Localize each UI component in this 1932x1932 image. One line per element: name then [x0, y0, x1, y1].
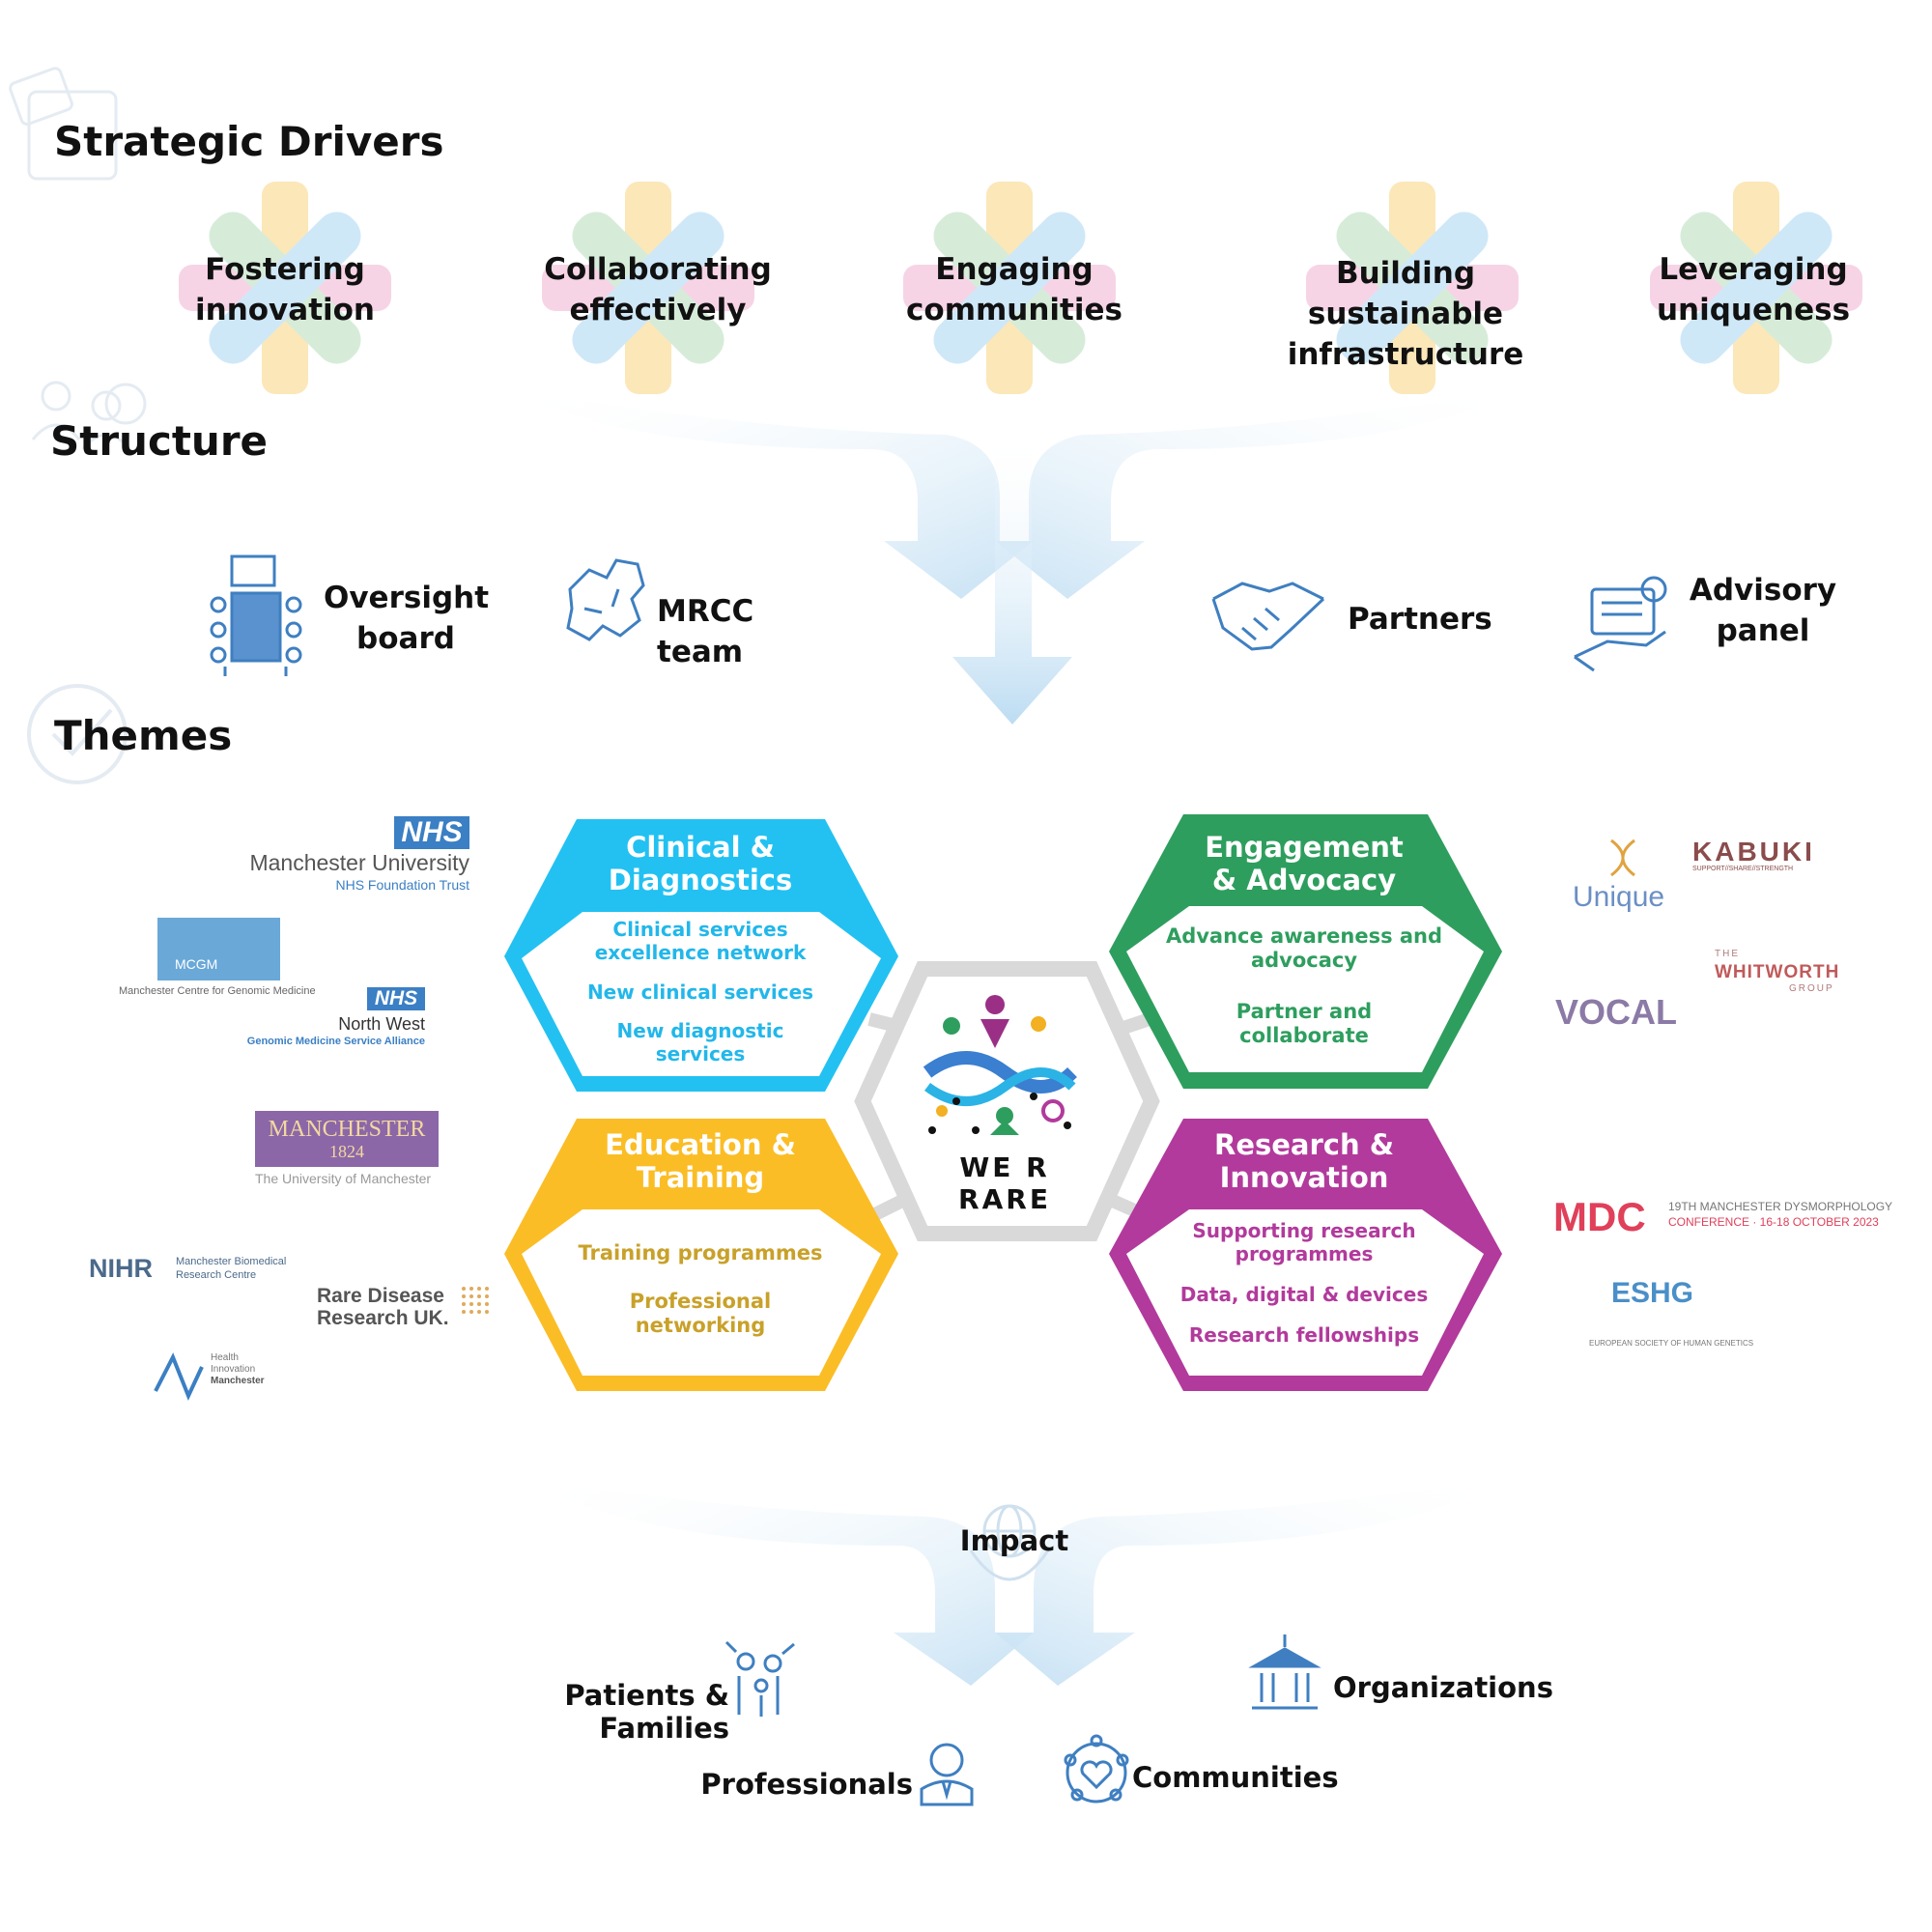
unique-logo: Unique	[1573, 881, 1665, 913]
driver-collaborating-effectively: Collaborating effectively	[544, 252, 772, 327]
research-item-3: Research fellowships	[1188, 1323, 1420, 1347]
uom-year: 1824	[329, 1142, 364, 1161]
patients-families-label: Patients & Families	[564, 1679, 729, 1745]
government-building-icon	[1248, 1634, 1321, 1710]
clinical-title: Clinical & Diagnostics	[608, 831, 793, 896]
oversight-board-label: Oversight board	[324, 581, 490, 656]
eshg-sub: EUROPEAN SOCIETY OF HUMAN GENETICS	[1589, 1339, 1754, 1348]
clinical-item-2: New clinical services	[586, 980, 814, 1004]
mft-name: Manchester University	[249, 850, 469, 875]
we-r-rare-logo-text: WE R RARE	[958, 1151, 1051, 1215]
impact-label: Impact	[959, 1524, 1069, 1557]
nihr-sub-2: Research Centre	[176, 1269, 257, 1281]
handshake-icon	[1211, 582, 1325, 651]
themes-heading: Themes	[54, 712, 233, 759]
rdr-line-2: Research UK.	[317, 1307, 449, 1329]
driver-building-infrastructure: Building sustainable infrastructure	[1287, 256, 1524, 372]
puzzle-team-icon	[566, 558, 645, 641]
mdc-line-2: CONFERENCE · 16-18 OCTOBER 2023	[1668, 1215, 1879, 1229]
vocal-logo: VOCAL	[1555, 992, 1677, 1032]
education-title: Education & Training	[605, 1128, 796, 1194]
uom-logo: MANCHESTER 1824	[255, 1111, 439, 1167]
oversight-board-icon	[210, 554, 302, 676]
driver-leveraging-uniqueness: Leveraging uniqueness	[1656, 252, 1851, 327]
mcgm-badge-text: MCGM	[175, 956, 218, 972]
engagement-item-2: Partner and collaborate	[1236, 1000, 1373, 1047]
him-logo-icon	[154, 1352, 204, 1402]
research-item-2: Data, digital & devices	[1179, 1283, 1429, 1306]
research-title: Research & Innovation	[1213, 1128, 1395, 1194]
unique-dna-icon	[1610, 838, 1635, 877]
clinical-item-3: New diagnostic services	[616, 1019, 784, 1065]
mdc-logo: MDC	[1553, 1194, 1646, 1239]
education-item-2: Professional networking	[629, 1290, 772, 1337]
partners-label: Partners	[1348, 602, 1492, 637]
nihr-sub-1: Manchester Biomedical	[176, 1256, 287, 1267]
rdr-line-1: Rare Disease	[317, 1285, 444, 1307]
clinical-item-1: Clinical services excellence network	[594, 918, 807, 964]
globe-hands-icon	[969, 1504, 1050, 1581]
kabuki-sub: SUPPORT//SHARE//STRENGTH	[1692, 866, 1794, 872]
mcgm-logo: MCGM	[157, 918, 280, 980]
mrcc-team-label: MRCC team	[657, 594, 754, 669]
puzzle-watermark-icon	[9, 67, 118, 181]
him-line-3: Manchester	[211, 1376, 265, 1386]
nhs-mft-badge: NHS	[394, 816, 469, 849]
nhs-nw-name: North West	[338, 1014, 425, 1034]
advisory-panel-label: Advisory panel	[1689, 573, 1837, 648]
professionals-label: Professionals	[700, 1768, 913, 1801]
uom-sub: The University of Manchester	[255, 1171, 432, 1186]
eshg-logo: ESHG	[1611, 1277, 1694, 1309]
mcgm-name: Manchester Centre for Genomic Medicine	[119, 985, 316, 997]
mft-sub: NHS Foundation Trust	[335, 877, 469, 893]
kabuki-logo: KABUKI	[1692, 837, 1815, 867]
nihr-name: NIHR	[89, 1254, 153, 1283]
structure-heading: Structure	[50, 417, 269, 465]
engagement-item-1: Advance awareness and advocacy	[1165, 924, 1443, 972]
professional-icon	[920, 1743, 974, 1806]
whitworth-the: THE	[1715, 949, 1740, 959]
we-r-rare-illustration	[923, 995, 1077, 1135]
whitworth-group: GROUP	[1789, 983, 1834, 994]
him-line-1: Health	[211, 1352, 239, 1363]
patients-families-icon	[724, 1640, 795, 1717]
clinical-hexagon	[504, 819, 898, 1092]
drivers-to-structure-arrows	[502, 386, 1526, 724]
community-heart-icon	[1064, 1734, 1129, 1804]
education-item-1: Training programmes	[578, 1241, 823, 1264]
advisory-help-icon	[1574, 576, 1667, 672]
research-hexagon	[1109, 1119, 1502, 1391]
education-hexagon	[504, 1119, 898, 1391]
whitworth-logo: WHITWORTH	[1715, 962, 1840, 982]
him-line-2: Innovation	[211, 1364, 256, 1375]
target-watermark-icon	[27, 684, 128, 784]
center-hexagon	[854, 961, 1160, 1241]
strategic-drivers-heading: Strategic Drivers	[54, 118, 444, 165]
driver-fostering-innovation: Fostering innovation	[195, 252, 375, 327]
team-gears-watermark-icon	[31, 381, 147, 450]
nhs-nw-sub: Genomic Medicine Service Alliance	[246, 1036, 425, 1047]
nhs-nw-badge: NHS	[367, 987, 425, 1010]
themes-to-impact-arrows	[522, 1478, 1507, 1686]
engagement-title: Engagement & Advocacy	[1205, 831, 1404, 896]
driver-engaging-communities: Engaging communities	[906, 252, 1122, 327]
rdr-dots-icon	[462, 1287, 489, 1314]
mdc-line-1: 19TH MANCHESTER DYSMORPHOLOGY	[1668, 1200, 1893, 1213]
research-item-1: Supporting research programmes	[1192, 1219, 1416, 1265]
communities-label: Communities	[1132, 1761, 1339, 1794]
organizations-label: Organizations	[1333, 1671, 1553, 1704]
engagement-hexagon	[1109, 814, 1502, 1089]
uom-name: MANCHESTER	[268, 1117, 426, 1142]
